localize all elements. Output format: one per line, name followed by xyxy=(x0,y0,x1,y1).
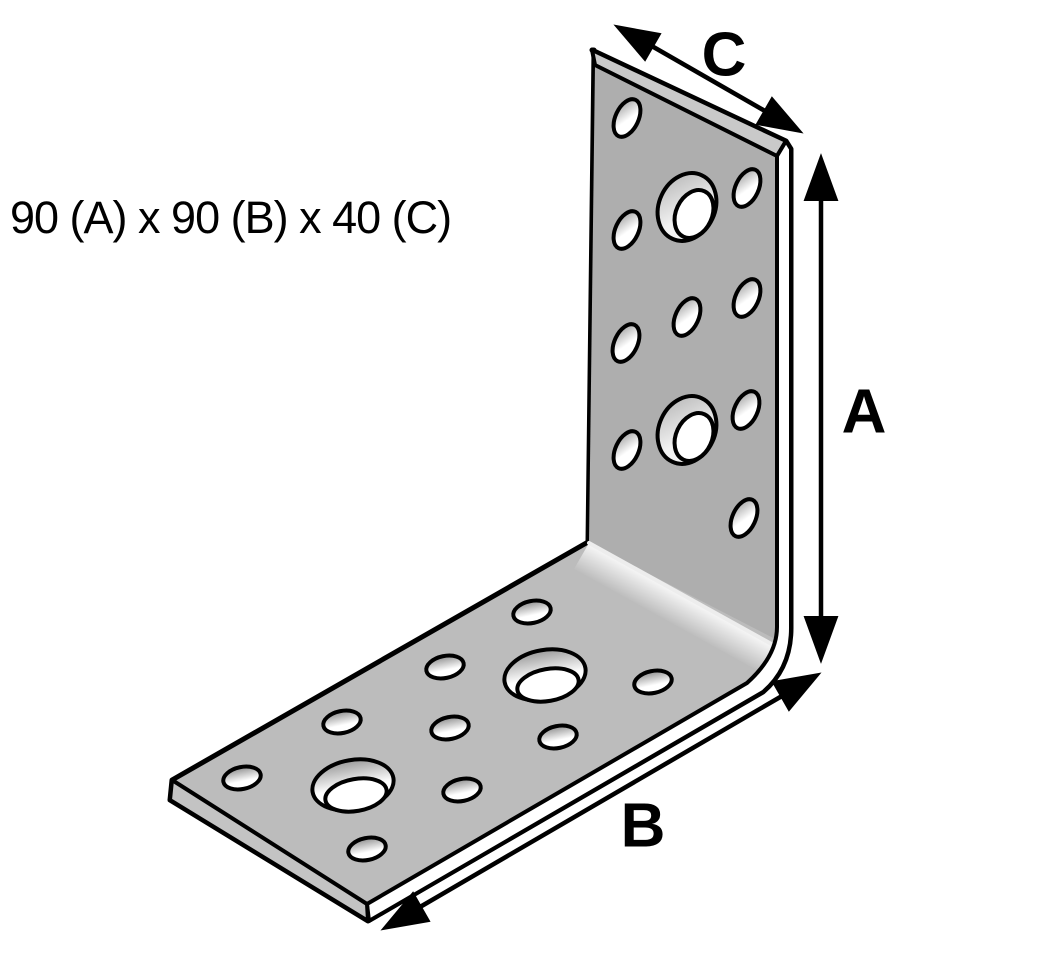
bolt-hole xyxy=(346,835,388,863)
arrowhead-icon xyxy=(613,24,662,62)
large-bolt-hole xyxy=(655,394,719,466)
bolt-hole xyxy=(424,653,466,681)
bolt-hole xyxy=(221,764,263,792)
large-bolt-hole xyxy=(655,171,719,243)
arrowhead-icon xyxy=(380,891,431,931)
bolt-hole xyxy=(441,776,483,804)
horizontal-leg-holes xyxy=(221,598,674,863)
dimension-arrow-a xyxy=(803,153,839,664)
dimension-arrows xyxy=(380,24,839,931)
arrowhead-icon xyxy=(755,96,804,134)
bolt-hole xyxy=(321,708,363,736)
arrowhead-icon xyxy=(803,616,839,664)
dimension-arrow-c xyxy=(613,24,804,134)
bolt-hole xyxy=(731,167,763,209)
lit-edge-strip xyxy=(365,139,793,923)
dimension-label-b: B xyxy=(621,792,666,861)
bolt-hole xyxy=(537,723,579,751)
bolt-hole xyxy=(611,97,643,139)
dimension-label-a: A xyxy=(842,378,887,447)
bolt-hole xyxy=(730,389,762,431)
vertical-leg-holes xyxy=(610,97,763,539)
bolt-hole xyxy=(671,296,703,338)
bolt-hole xyxy=(611,209,643,251)
bolt-hole xyxy=(511,598,553,626)
bend-highlight xyxy=(574,543,777,673)
arrowhead-icon xyxy=(771,672,822,712)
arrowhead-icon xyxy=(803,153,839,201)
bolt-hole xyxy=(611,429,643,471)
large-bolt-hole xyxy=(310,757,396,814)
bolt-hole xyxy=(632,668,674,696)
bolt-hole xyxy=(429,714,471,742)
large-bolt-hole xyxy=(502,647,588,704)
dimension-note: 90 (A) x 90 (B) x 40 (C) xyxy=(10,192,452,243)
bolt-hole xyxy=(728,497,760,539)
fold-line xyxy=(587,541,777,648)
vertical-leg-face xyxy=(589,65,777,640)
bracket-body xyxy=(167,47,794,924)
dimension-label-c: C xyxy=(702,21,747,90)
dimension-arrow-b xyxy=(380,672,822,931)
end-edge-face xyxy=(168,778,370,923)
bolt-hole xyxy=(731,277,763,319)
bolt-hole xyxy=(610,322,642,364)
